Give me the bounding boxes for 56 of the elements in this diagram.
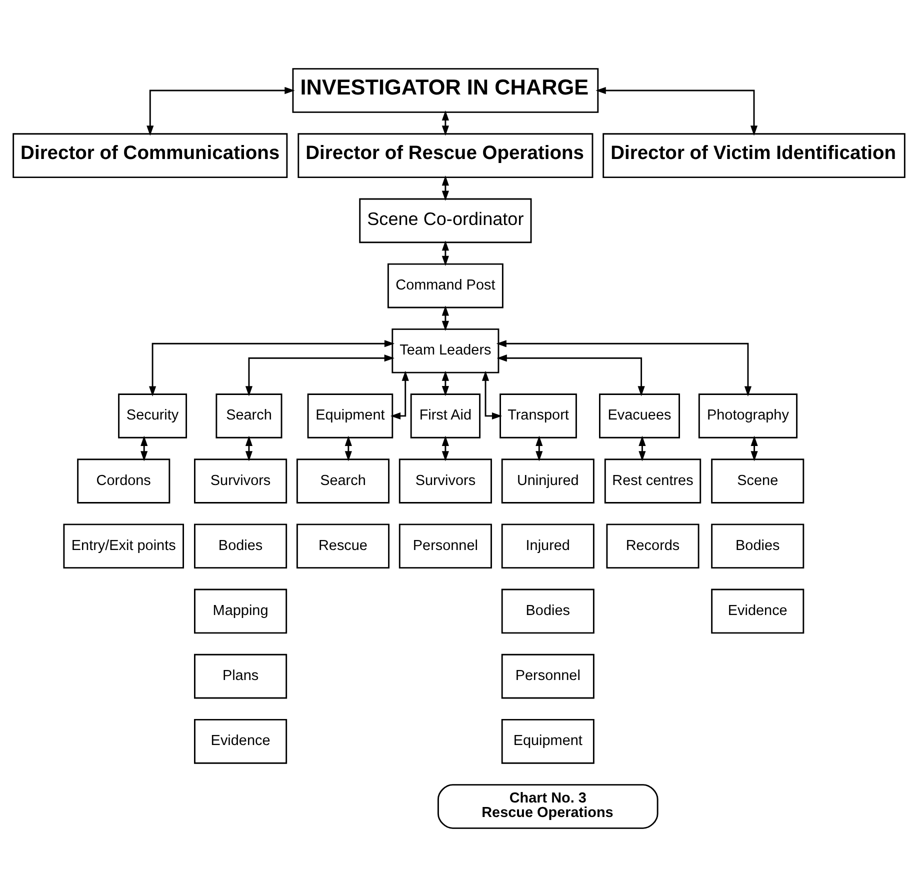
arrow [496, 340, 752, 396]
arrow [442, 305, 449, 331]
node-box: Injured [501, 523, 594, 568]
node-box: Survivors [194, 458, 288, 503]
node-box: Evacuees [599, 393, 680, 438]
node-box: Command Post [387, 262, 504, 308]
arrow [245, 435, 253, 461]
node-box: Search [296, 458, 390, 503]
arrow [245, 354, 394, 396]
node-box: Search [216, 393, 282, 438]
node-box: Equipment [307, 393, 394, 438]
node-box: Cordons [77, 458, 170, 503]
arrow [146, 86, 295, 136]
node-box: Photography [698, 393, 798, 438]
arrow [149, 340, 395, 396]
node-box: Rest centres [604, 458, 702, 503]
node-box: Records [606, 523, 700, 568]
arrow [638, 435, 646, 461]
arrow [442, 240, 449, 266]
arrow [442, 110, 449, 136]
node-box: Transport [500, 393, 577, 438]
arrow [750, 435, 758, 461]
node-box: Plans [194, 653, 288, 698]
node-box: Security [118, 393, 188, 438]
node-box: Survivors [398, 458, 492, 503]
arrow [442, 370, 449, 396]
node-box: Mapping [194, 588, 288, 634]
node-box: Uninjured [501, 458, 594, 503]
node-box: Scene Co-ordinator [359, 198, 532, 243]
arrow [140, 435, 148, 461]
arrow [482, 370, 502, 419]
arrow [344, 435, 352, 461]
node-box: Bodies [501, 588, 594, 634]
arrow [536, 435, 543, 461]
arrow [442, 435, 449, 461]
node-box: Scene [711, 458, 804, 503]
arrow [442, 174, 449, 200]
node-box: Entry/Exit points [63, 523, 184, 568]
node-box: Team Leaders [392, 328, 500, 373]
node-box: Personnel [501, 653, 594, 698]
node-box: INVESTIGATOR IN CHARGE [292, 68, 599, 112]
arrow [596, 86, 758, 136]
node-box: Director of Rescue Operations [298, 132, 594, 178]
node-box: Equipment [501, 718, 594, 764]
node-box: Personnel [398, 523, 492, 568]
node-box: Director of Victim Identification [602, 132, 906, 178]
node-box: First Aid [410, 393, 481, 438]
node-box: Bodies [194, 523, 288, 568]
arrow [390, 370, 409, 419]
arrow [496, 354, 645, 396]
node-box: Evidence [711, 588, 804, 634]
node-box: Chart No. 3 Rescue Operations [437, 784, 658, 828]
node-box: Rescue [296, 523, 390, 568]
node-box: Bodies [711, 523, 804, 568]
node-box: Director of Communications [12, 132, 288, 178]
node-box: Evidence [194, 718, 288, 764]
